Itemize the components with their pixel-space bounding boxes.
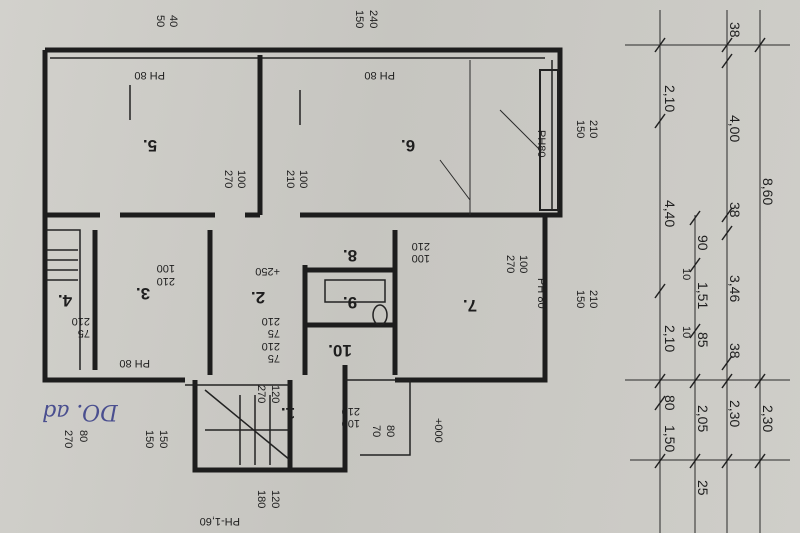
dim-top-a: 40 [167,15,179,27]
window-label: PH 80 [364,69,395,81]
door-dim: 100 [412,252,430,264]
dim-top-b: 240 [367,10,379,28]
chain-label: 2,10 [662,85,678,112]
chain-label: 3,46 [727,275,743,302]
chain-label: 38 [727,22,743,38]
window-dim: 150 [157,430,169,448]
door-dim: 210 [342,405,360,417]
dimension-chain [625,10,790,533]
chain-label: 2,30 [727,400,743,427]
bathtub [324,279,386,303]
door-dim: 100 [157,262,175,274]
window-label: PH 80 [134,69,165,81]
door-dim: 210 [72,315,90,327]
window-dim: 270 [62,430,74,448]
chain-label: 85 [695,332,711,348]
room-10-label: 10. [328,341,352,360]
room-6-label: 6. [401,136,415,155]
door-dim: 270 [255,385,267,403]
room-8-label: 8. [343,246,357,265]
chain-label: 38 [727,202,743,218]
window-label: PH80 [535,130,547,158]
stair-dim: 120 [269,490,281,508]
door-dim: 270 [504,255,516,273]
window-dim: 210 [587,290,599,308]
door-dim: 100 [342,417,360,429]
window-label: PH 80 [535,278,547,309]
window-dim: 80 [77,430,89,442]
room-5-label: 5. [143,136,157,155]
door-dim: 75 [268,327,280,339]
chain-label: 2,30 [760,405,776,432]
chain-label: 38 [727,343,743,359]
chain-label: 4,00 [727,115,743,142]
walls [42,47,563,473]
chain-label: 10 [680,268,692,280]
chain-label: 90 [695,235,711,251]
chain-label: 2,10 [662,325,678,352]
stair-dim: 180 [255,490,267,508]
stair-4 [46,229,81,370]
chain-label: 25 [695,480,711,496]
door-dim: 270 [222,170,234,188]
door-dim: 210 [157,275,175,287]
door-dim: 70 [370,425,382,437]
chain-label: 80 [662,395,678,411]
room-7-label: 7. [463,296,477,315]
chain-label: 8,60 [760,178,776,205]
window-dim: 150 [574,290,586,308]
room-9-label: 9. [343,293,357,312]
room-4-label: 4. [58,291,72,310]
door-dim: 120 [269,385,281,403]
dimension-chain-labels: 2,10 4,40 2,10 80 1,50 90 10 1,51 10 85 … [662,22,776,496]
level-stair: PH-1,60 [200,515,240,527]
level-ground: +000 [432,418,444,443]
door-dim: 75 [78,327,90,339]
sink [372,304,388,326]
dim-top-b-bottom: 150 [353,10,365,28]
room-3-label: 3. [136,284,150,303]
door-dim: 100 [235,170,247,188]
window-dim: 150 [143,430,155,448]
door-dim: 100 [517,255,529,273]
chain-label: 2,05 [695,405,711,432]
dim-top-a-bottom: 50 [154,15,166,27]
window-dim: 210 [587,120,599,138]
door-dim: 210 [284,170,296,188]
door-dim: 210 [262,315,280,327]
staircase [204,389,291,465]
chain-label: 1,51 [695,282,711,309]
room-1-label: 1. [281,404,295,423]
chain-label: 4,40 [662,200,678,227]
room-2-label: 2. [251,288,265,307]
door-dim: 75 [268,352,280,364]
door-dim: 210 [412,240,430,252]
window-label: PH 80 [119,357,150,369]
chain-label: 10 [680,326,692,338]
door-dim: 80 [384,425,396,437]
handwritten-note: DO. ad [42,399,119,424]
chain-label: 1,50 [662,425,678,452]
window-dim: 150 [574,120,586,138]
door-dim: 100 [297,170,309,188]
level-upper: +250 [255,265,280,277]
door-dim: 210 [262,340,280,352]
